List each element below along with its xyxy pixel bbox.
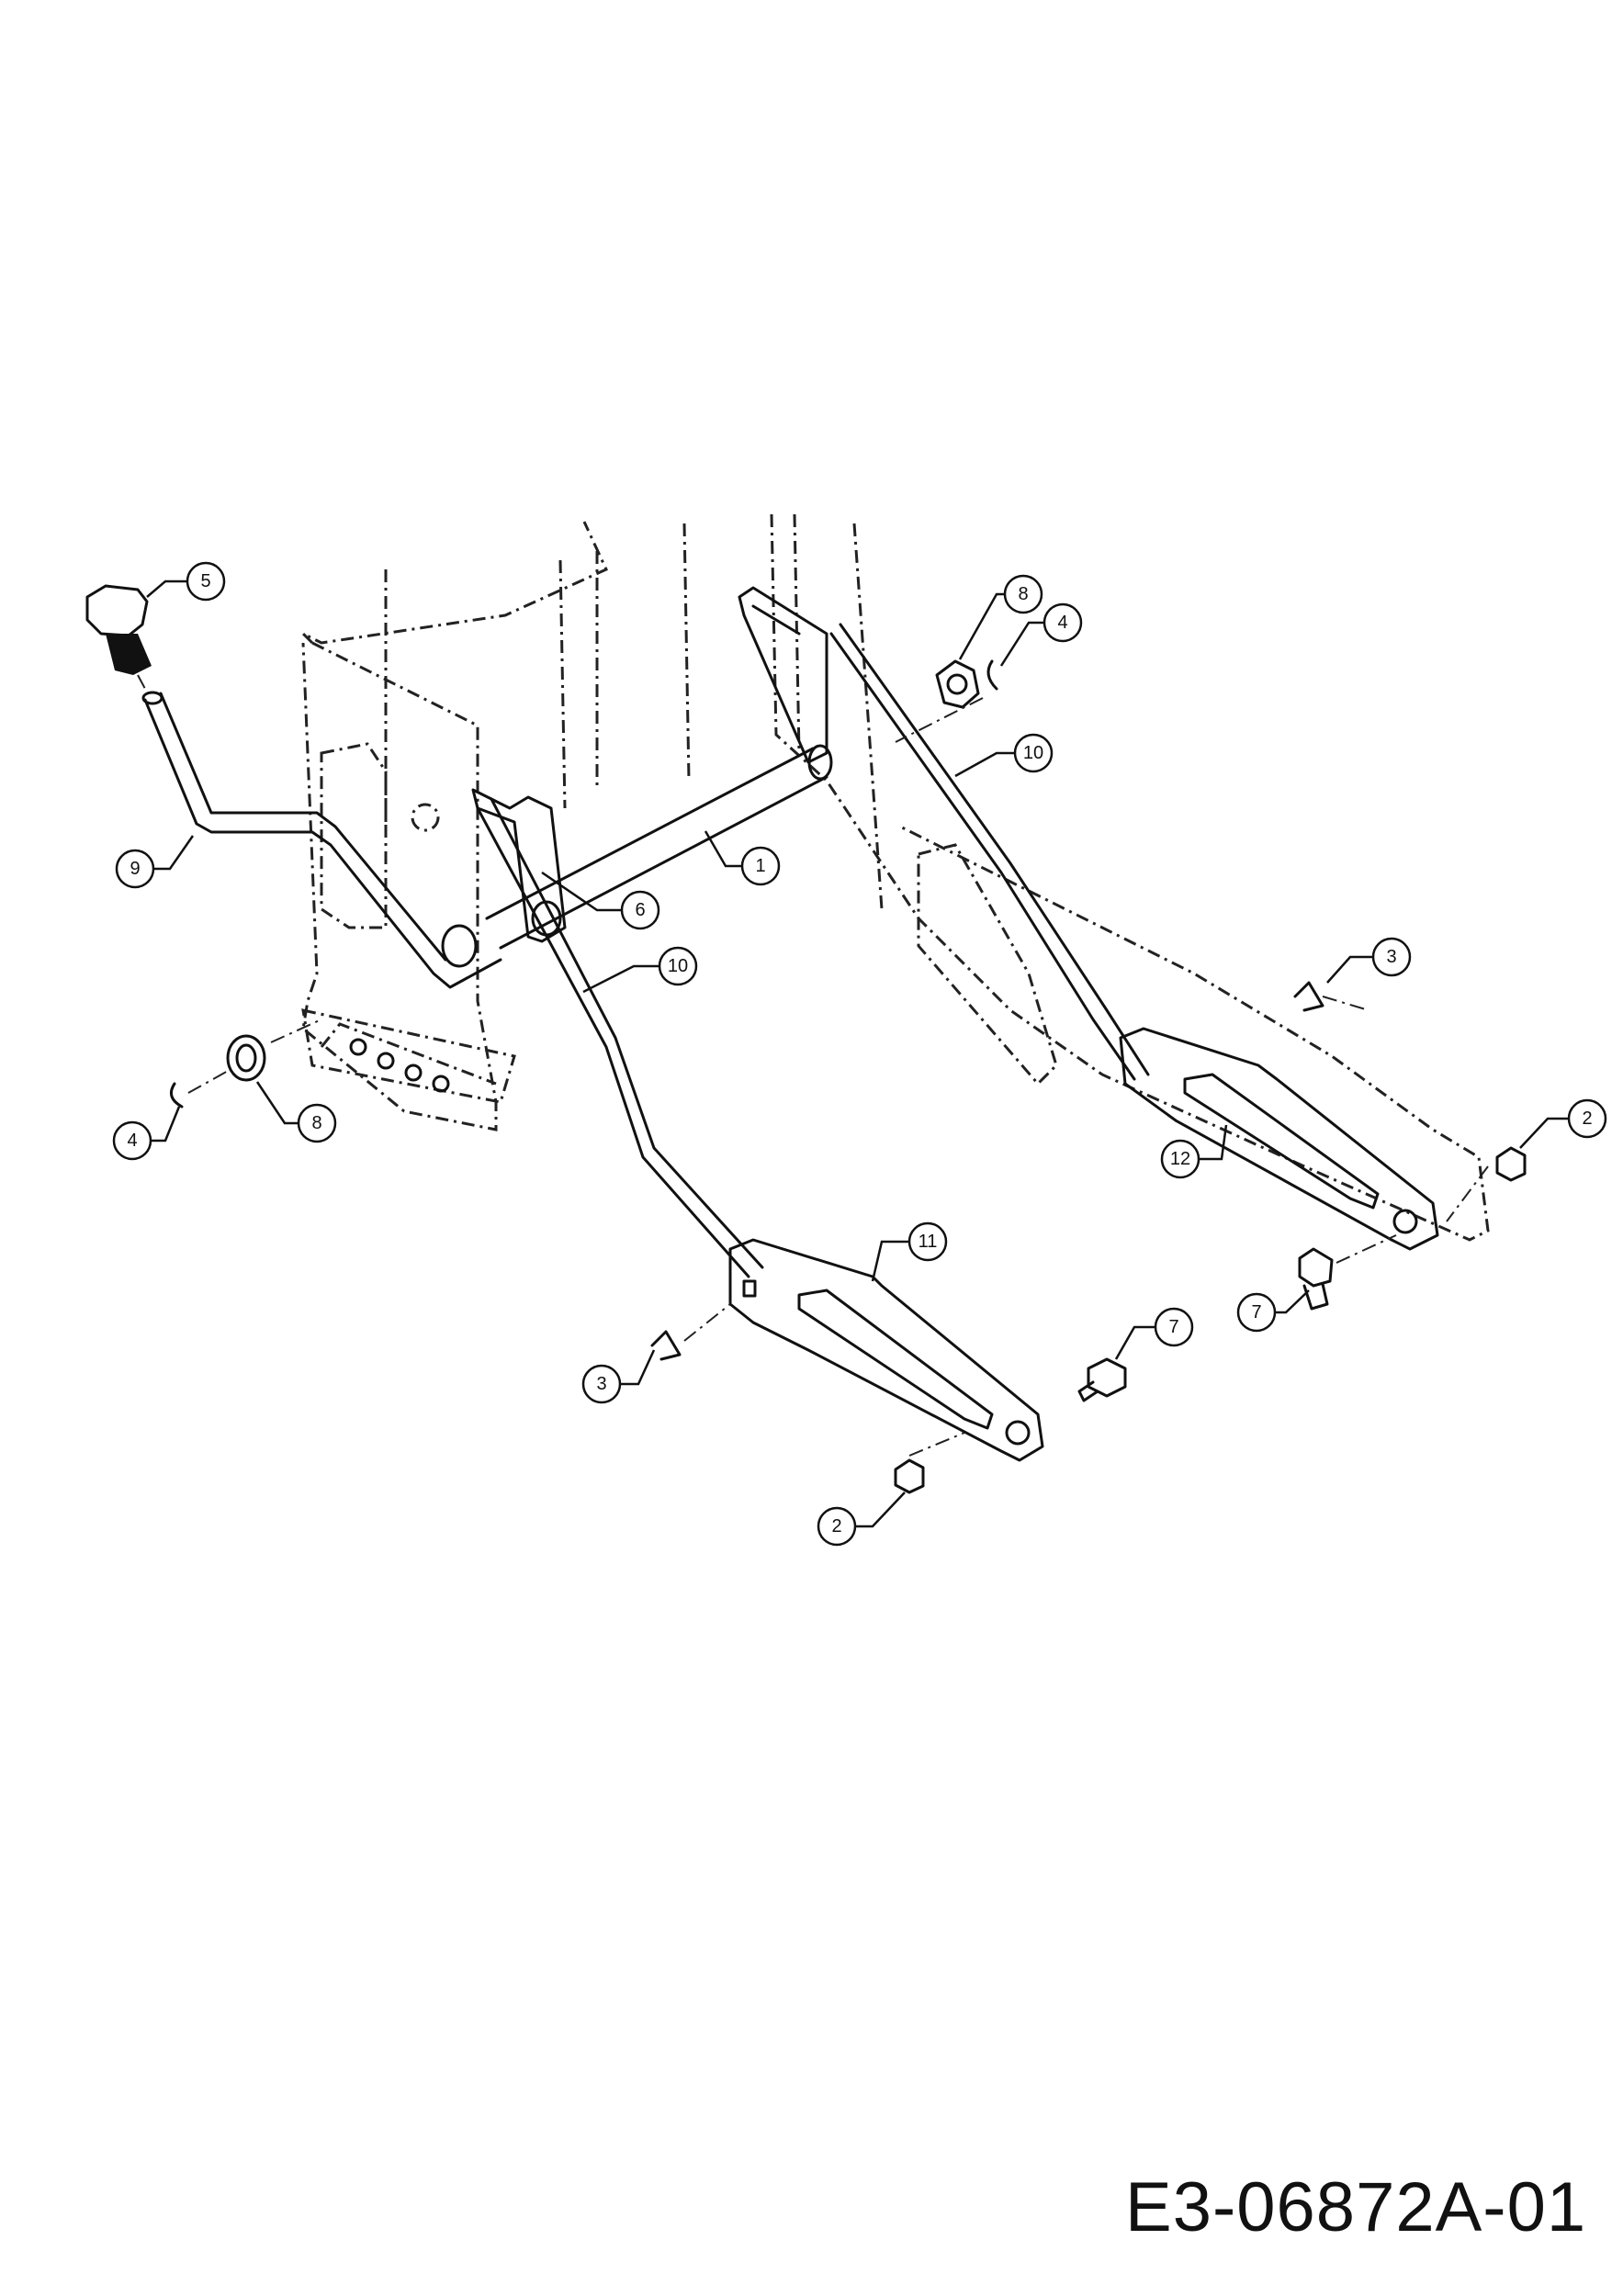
svg-text:11: 11 bbox=[919, 1232, 938, 1252]
svg-text:1: 1 bbox=[755, 856, 765, 876]
svg-text:7: 7 bbox=[1168, 1317, 1178, 1337]
shift-lever bbox=[141, 691, 502, 989]
svg-text:7: 7 bbox=[1251, 1302, 1261, 1322]
shift-knob bbox=[85, 584, 152, 690]
svg-text:2: 2 bbox=[1582, 1109, 1592, 1129]
callout-10-top: 10 bbox=[954, 733, 1054, 778]
callout-2-bottom: 2 bbox=[817, 1491, 906, 1547]
svg-text:4: 4 bbox=[1057, 613, 1067, 633]
height-adjust-plate-left bbox=[728, 1238, 1044, 1462]
callout-1: 1 bbox=[704, 830, 781, 886]
callout-11: 11 bbox=[871, 1221, 948, 1282]
link-rod-left bbox=[476, 797, 764, 1278]
callout-12: 12 bbox=[1160, 1124, 1228, 1179]
svg-text:5: 5 bbox=[200, 571, 210, 591]
pivot-bracket bbox=[441, 788, 567, 968]
callout-8-left: 8 bbox=[255, 1081, 337, 1143]
cross-shaft bbox=[485, 744, 833, 950]
svg-text:9: 9 bbox=[130, 859, 140, 879]
callout-8-top: 8 bbox=[958, 574, 1043, 660]
callout-9: 9 bbox=[115, 835, 195, 889]
svg-text:10: 10 bbox=[668, 956, 688, 976]
frame bbox=[301, 513, 1490, 1242]
height-adjust-plate-right bbox=[1119, 1027, 1439, 1251]
callout-10-mid: 10 bbox=[582, 946, 698, 994]
callout-3-right: 3 bbox=[1326, 937, 1412, 984]
callout-2-right: 2 bbox=[1519, 1098, 1607, 1149]
callout-6: 6 bbox=[541, 871, 660, 930]
callout-7-mid: 7 bbox=[1114, 1307, 1194, 1360]
callout-4-top: 4 bbox=[999, 602, 1083, 667]
svg-text:10: 10 bbox=[1023, 743, 1043, 763]
callout-4-left: 4 bbox=[112, 1106, 181, 1161]
svg-text:8: 8 bbox=[1018, 584, 1028, 604]
top-lever-plate bbox=[738, 586, 828, 764]
svg-text:2: 2 bbox=[831, 1516, 841, 1536]
callout-5: 5 bbox=[146, 561, 226, 602]
svg-text:3: 3 bbox=[596, 1374, 606, 1394]
fasteners bbox=[169, 659, 1527, 1494]
svg-text:12: 12 bbox=[1170, 1149, 1190, 1169]
svg-text:4: 4 bbox=[127, 1131, 137, 1151]
drawing-number: E3-06872A-01 bbox=[1125, 2168, 1587, 2246]
callout-7-right: 7 bbox=[1236, 1289, 1310, 1333]
svg-text:3: 3 bbox=[1386, 947, 1396, 967]
svg-text:6: 6 bbox=[635, 900, 645, 920]
link-rod-right bbox=[829, 623, 1150, 1081]
callout-3-left: 3 bbox=[581, 1349, 656, 1404]
svg-text:8: 8 bbox=[311, 1113, 321, 1133]
